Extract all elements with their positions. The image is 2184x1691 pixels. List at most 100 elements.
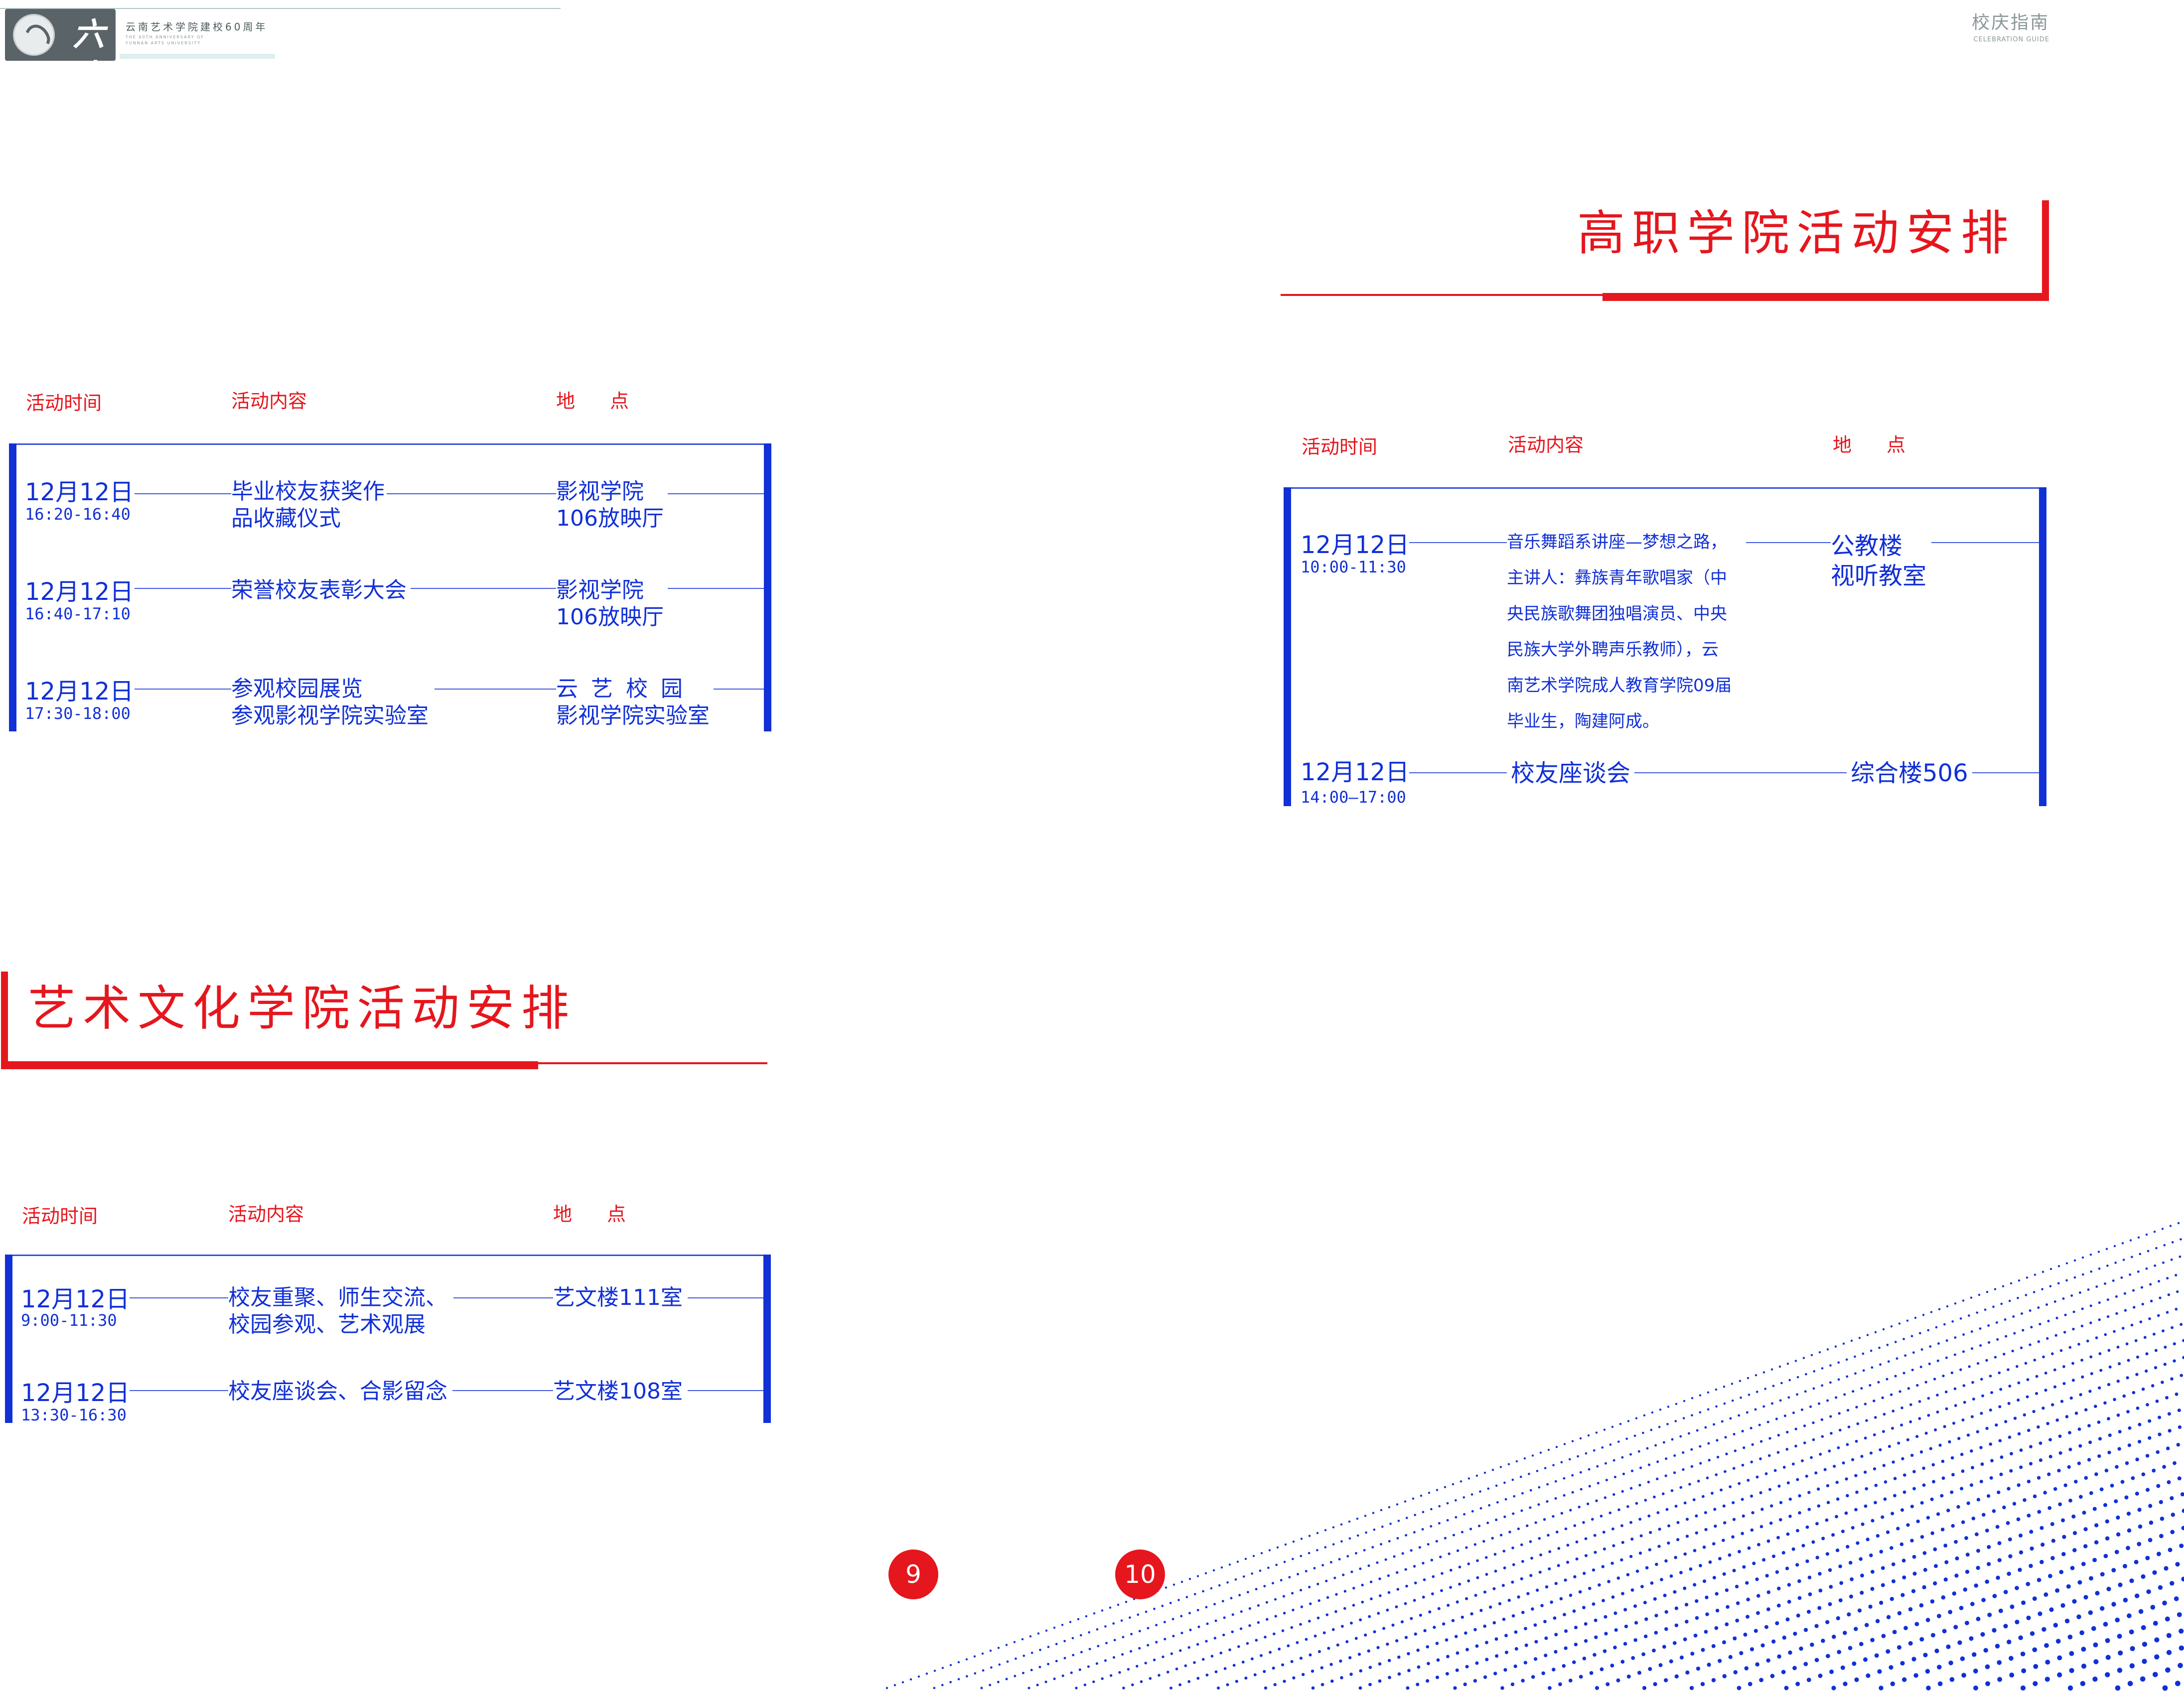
pattern-dot xyxy=(2122,1327,2125,1330)
pattern-dot xyxy=(1809,1405,1812,1408)
pattern-dot xyxy=(1865,1419,1868,1422)
pattern-dot xyxy=(1352,1604,1355,1607)
pattern-dot xyxy=(1980,1411,1983,1415)
pattern-dot xyxy=(1847,1612,1851,1617)
pattern-dot xyxy=(1093,1612,1096,1615)
pattern-dot xyxy=(1909,1420,1912,1423)
pattern-dot xyxy=(1404,1568,1407,1571)
pattern-dot xyxy=(2093,1659,2099,1665)
pattern-dot xyxy=(1610,1664,1614,1668)
pattern-dot xyxy=(1976,1565,1980,1570)
pattern-dot xyxy=(1427,1543,1430,1546)
pattern-dot xyxy=(1744,1666,1749,1671)
pattern-dot xyxy=(1948,1440,1951,1444)
pattern-dot xyxy=(2175,1562,2180,1567)
pattern-dot xyxy=(2111,1568,2116,1572)
pattern-dot xyxy=(2041,1288,2043,1290)
pattern-dot xyxy=(1626,1505,1629,1508)
pattern-dot xyxy=(1517,1527,1520,1531)
section-title-gaozhi: 高职学院活动安排 xyxy=(1577,205,2016,261)
pattern-dot xyxy=(1605,1682,1610,1687)
pattern-dot xyxy=(2090,1372,2093,1376)
pattern-dot xyxy=(1699,1394,1702,1397)
pattern-dot xyxy=(1743,1446,1746,1449)
pattern-dot xyxy=(1735,1618,1740,1623)
pattern-dot xyxy=(1764,1472,1768,1475)
pattern-dot xyxy=(1886,1615,1891,1620)
pattern-dot xyxy=(1554,1497,1557,1500)
pattern-dot xyxy=(2143,1336,2147,1339)
pattern-dot xyxy=(1936,1410,1939,1414)
pattern-dot xyxy=(1739,1651,1744,1656)
pattern-dot xyxy=(1650,1581,1654,1585)
pattern-dot xyxy=(1405,1534,1408,1537)
pattern-dot xyxy=(1856,1422,1860,1425)
pattern-dot xyxy=(1138,1647,1141,1650)
pattern-dot xyxy=(2019,1534,2023,1538)
pattern-dot xyxy=(1979,1446,1983,1449)
pattern-dot xyxy=(2177,1476,2182,1481)
pattern-dot xyxy=(1533,1623,1537,1627)
pattern-dot xyxy=(1804,1390,1807,1393)
pattern-dot xyxy=(1658,1663,1663,1668)
pattern-dot xyxy=(1656,1460,1659,1463)
pattern-dot xyxy=(1910,1505,1914,1509)
pattern-dot xyxy=(1755,1577,1759,1581)
pattern-dot xyxy=(1970,1449,1973,1453)
pattern-dot xyxy=(1715,1473,1718,1476)
pattern-dot xyxy=(2081,1375,2084,1379)
pattern-dot xyxy=(1592,1568,1596,1572)
pattern-dot xyxy=(2050,1522,2054,1526)
pattern-dot xyxy=(1582,1521,1585,1524)
pattern-dot xyxy=(974,1672,977,1675)
pattern-dot xyxy=(1786,1362,1789,1365)
pattern-dot xyxy=(1230,1597,1233,1600)
pattern-dot xyxy=(1997,1558,2002,1562)
pattern-dot xyxy=(2125,1461,2129,1465)
pattern-dot xyxy=(1704,1528,1708,1532)
pattern-dot xyxy=(1901,1558,1906,1563)
pattern-dot xyxy=(1180,1580,1183,1583)
pattern-dot xyxy=(1796,1613,1800,1618)
pattern-dot xyxy=(1854,1508,1858,1512)
pattern-dot xyxy=(1997,1541,2002,1546)
pattern-dot xyxy=(2171,1241,2174,1244)
pattern-dot xyxy=(2178,1663,2183,1669)
pattern-dot xyxy=(2098,1301,2101,1304)
pattern-dot xyxy=(2175,1392,2179,1396)
pattern-dot xyxy=(1460,1531,1464,1534)
pattern-dot xyxy=(2141,1387,2145,1391)
pattern-dot xyxy=(2034,1273,2037,1276)
pattern-dot xyxy=(1846,1545,1850,1549)
pattern-dot xyxy=(1501,1584,1505,1587)
pattern-dot xyxy=(1276,1546,1279,1549)
pattern-dot xyxy=(1987,1545,1991,1549)
pattern-dot xyxy=(2068,1447,2072,1451)
pattern-dot xyxy=(1369,1580,1373,1583)
pattern-dot xyxy=(1272,1582,1274,1585)
pattern-dot xyxy=(1564,1646,1568,1650)
pattern-dot xyxy=(1095,1662,1098,1665)
pattern-dot xyxy=(2113,1330,2116,1333)
pattern-dot xyxy=(1188,1577,1191,1580)
pattern-dot xyxy=(2015,1585,2019,1590)
pattern-dot xyxy=(1458,1565,1461,1568)
pattern-dot xyxy=(1644,1499,1647,1502)
pattern-dot xyxy=(1332,1543,1335,1546)
pattern-dot xyxy=(1745,1581,1749,1585)
pattern-dot xyxy=(1475,1661,1479,1665)
pattern-dot xyxy=(2057,1469,2061,1473)
pattern-dot xyxy=(2021,1312,2023,1315)
pattern-dot xyxy=(1793,1631,1797,1636)
pattern-dot xyxy=(1731,1535,1735,1539)
pattern-dot xyxy=(1629,1453,1632,1456)
pattern-dot xyxy=(1179,1649,1182,1652)
pattern-dot xyxy=(1990,1391,1994,1394)
page-number-right: 10 xyxy=(1115,1550,1165,1599)
pattern-dot xyxy=(1101,1677,1104,1680)
pattern-dot xyxy=(1787,1583,1791,1587)
pattern-dot xyxy=(1118,1671,1121,1674)
pattern-dot xyxy=(2004,1420,2008,1423)
pattern-dot xyxy=(2182,1339,2184,1342)
logo-subtitle-2: YUNNAN ARTS UNIVERSITY xyxy=(126,41,201,45)
